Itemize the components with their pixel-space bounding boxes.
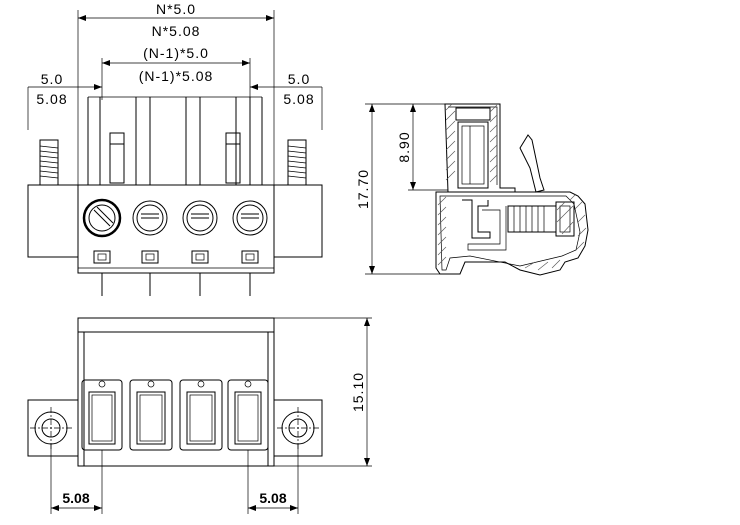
side-view: 17.70 8.90 [355,103,589,276]
front-body [77,184,275,274]
dimension-total-height: 17.70 [355,103,445,275]
side-lower-body [435,191,589,276]
screw-opening-1 [81,379,123,451]
dimension-depth: 15.10 [274,317,372,467]
dim-n-pitch-50: N*5.0 [156,1,196,17]
dim-depth: 15.10 [350,372,366,412]
dimension-pitch-span: (N-1)*5.0 (N-1)*5.08 [101,45,251,100]
dimension-bottom-right: 5.08 [247,444,299,514]
test-slots [93,250,259,264]
wire-entry-3 [182,200,218,236]
screw-opening-2 [129,379,173,451]
wire-entry-1 [82,198,122,238]
dim-n1-pitch-50: (N-1)*5.0 [143,45,209,61]
dim-left-offset-508: 5.08 [36,91,67,107]
body-upper-fins [87,96,263,185]
left-flange [27,184,79,258]
dim-n-pitch-508: N*5.08 [152,23,201,39]
pins [101,273,251,296]
wire-entry-2 [132,200,168,236]
dim-upper-height: 8.90 [396,131,412,162]
wire-entry-4 [232,200,268,236]
dim-total-height: 17.70 [355,169,371,209]
screw-opening-4 [227,379,269,451]
dim-bottom-right: 5.08 [259,490,286,506]
dim-left-offset-50: 5.0 [41,71,63,87]
left-flange-screw [39,139,59,186]
top-body [77,317,275,467]
dim-n1-pitch-508: (N-1)*5.08 [139,68,214,84]
top-left-flange [27,399,79,457]
right-flange-screw [287,139,307,186]
right-flange [273,184,323,258]
dimension-bottom-left: 5.08 [50,444,103,514]
dim-bottom-left: 5.08 [62,490,89,506]
top-view: 15.10 [27,317,372,514]
dimension-upper-height: 8.90 [396,104,448,191]
dimension-left-offset: 5.0 5.08 [27,71,102,130]
latch-arm [519,134,545,193]
dim-right-offset-50: 5.0 [288,71,310,87]
screw-opening-3 [179,379,223,451]
left-mount-hole [30,407,72,449]
front-view: N*5.0 N*5.08 (N-1)*5.0 (N-1)*5.08 5.0 5.… [27,1,323,296]
dimension-right-offset: 5.0 5.08 [250,71,323,130]
side-housing [444,103,516,193]
dim-right-offset-508: 5.08 [283,91,314,107]
right-mount-hole [277,407,319,449]
dimension-overall-width: N*5.0 N*5.08 [77,1,275,185]
